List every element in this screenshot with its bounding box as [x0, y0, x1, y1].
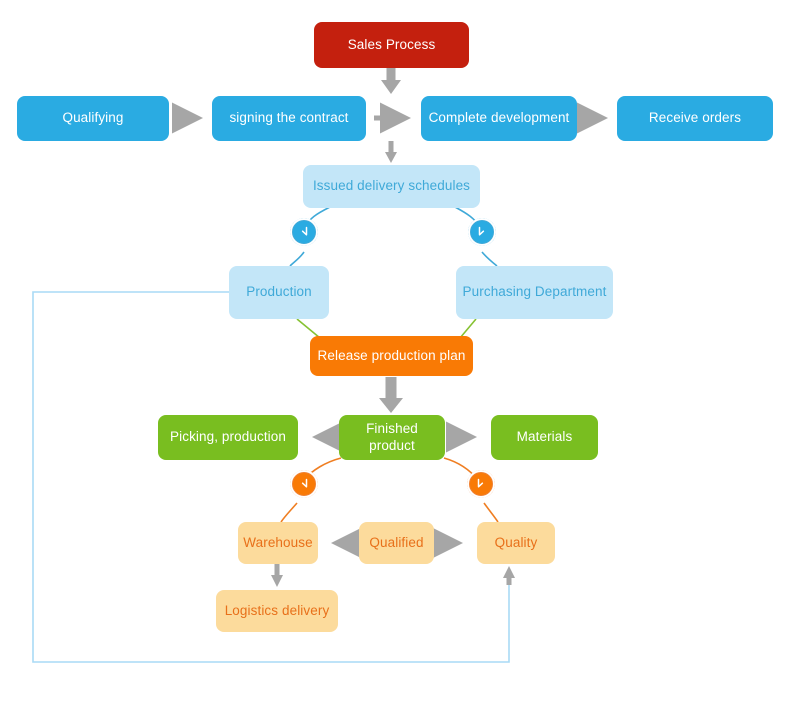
node-production[interactable]: Production [229, 266, 329, 319]
node-label: Qualified [369, 534, 424, 550]
node-label: Purchasing Department [462, 284, 607, 300]
node-release-production-plan[interactable]: Release production plan [310, 336, 473, 376]
node-signing-the-contract[interactable]: signing the contract [212, 96, 366, 141]
node-qualified[interactable]: Qualified [359, 522, 434, 564]
node-materials[interactable]: Materials [491, 415, 598, 460]
badge-production-elbow-arrow-left-icon[interactable] [290, 218, 318, 246]
edge-sales-to-contract-row [381, 68, 401, 94]
node-label: Picking, production [170, 429, 286, 445]
elbow-arrow-left-icon [301, 478, 308, 488]
node-sales-process[interactable]: Sales Process [314, 22, 469, 68]
node-label: Logistics delivery [224, 602, 330, 618]
badge-ring [468, 218, 496, 246]
node-label: Qualifying [62, 110, 124, 126]
node-label: Complete development [428, 110, 570, 126]
badge-purchasing-elbow-arrow-right-icon[interactable] [468, 218, 496, 246]
node-complete-development[interactable]: Complete development [421, 96, 577, 141]
badge-quality-elbow-arrow-right-icon[interactable] [467, 470, 495, 498]
node-warehouse[interactable]: Warehouse [238, 522, 318, 564]
node-label: Production [246, 284, 312, 300]
node-purchasing-department[interactable]: Purchasing Department [456, 266, 613, 319]
node-logistics-delivery[interactable]: Logistics delivery [216, 590, 338, 632]
edge-signing-to-issued [385, 141, 397, 163]
node-label: Finished product [366, 421, 418, 453]
node-receive-orders[interactable]: Receive orders [617, 96, 773, 141]
node-qualifying[interactable]: Qualifying [17, 96, 169, 141]
node-label: signing the contract [229, 110, 349, 126]
node-picking-production[interactable]: Picking, production [158, 415, 298, 460]
badge-warehouse-elbow-arrow-left-icon[interactable] [290, 470, 318, 498]
elbow-arrow-left-icon [301, 226, 308, 236]
node-finished-product[interactable]: Finished product [339, 415, 445, 460]
node-label: Receive orders [648, 110, 742, 126]
edge-warehouse-to-logistics [271, 564, 283, 587]
edge-release-to-finished [379, 377, 403, 413]
node-label: Sales Process [347, 36, 436, 52]
node-issued-delivery-schedules[interactable]: Issued delivery schedules [303, 165, 480, 208]
node-quality[interactable]: Quality [477, 522, 555, 564]
node-label: Quality [494, 534, 538, 550]
node-label: Warehouse [243, 534, 313, 550]
node-label: Issued delivery schedules [312, 178, 471, 194]
node-label: Release production plan [317, 347, 466, 363]
node-label: Materials [516, 429, 573, 445]
elbow-arrow-right-icon [477, 478, 484, 488]
elbow-arrow-right-icon [478, 226, 485, 236]
